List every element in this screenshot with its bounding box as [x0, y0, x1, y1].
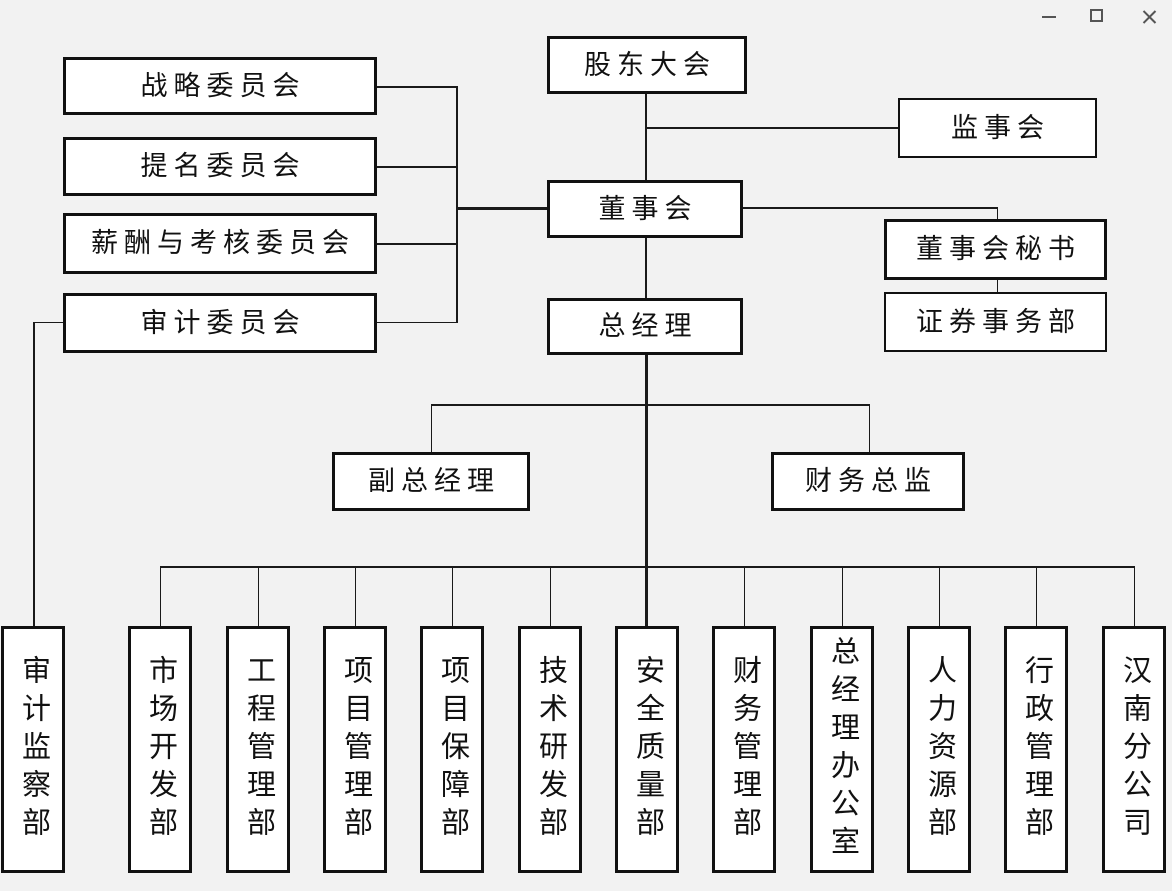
node-label: 项目保障部 — [436, 654, 469, 845]
connector-cfo-drop — [868, 404, 870, 452]
connector-board-secretary-v — [996, 207, 998, 219]
connector-nomination-stub — [377, 166, 457, 168]
node-board-secretary: 董事会秘书 — [884, 219, 1107, 280]
department-node-engineering-management: 工程管理部 — [226, 626, 290, 873]
node-label: 总经理办公室 — [826, 635, 859, 864]
node-supervisory-board: 监事会 — [898, 98, 1097, 158]
connector-dept-drop — [938, 567, 940, 626]
minimize-icon — [1042, 16, 1056, 18]
node-board-of-directors: 董事会 — [547, 180, 743, 238]
connector-supervisory-board — [645, 127, 898, 129]
connector-dept-drop — [549, 567, 551, 626]
node-label: 监事会 — [951, 112, 1050, 143]
node-label: 财务管理部 — [728, 654, 761, 845]
department-node-market-development: 市场开发部 — [128, 626, 192, 873]
node-shareholders-meeting: 股东大会 — [547, 36, 747, 94]
node-label: 战略委员会 — [140, 70, 306, 101]
node-label: 董事会 — [598, 193, 698, 224]
department-node-technology-rnd: 技术研发部 — [518, 626, 582, 873]
node-strategy-committee: 战略委员会 — [63, 57, 377, 115]
connector-auditdept-h — [33, 321, 63, 323]
connector-secretary-securities — [996, 280, 998, 292]
connector-board-secretary-h — [743, 207, 998, 209]
node-label: 股东大会 — [584, 49, 716, 80]
connector-compensation-stub — [377, 243, 457, 245]
window-controls — [1020, 0, 1172, 34]
node-nomination-committee: 提名委员会 — [63, 137, 377, 196]
department-node-hannan-branch: 汉南分公司 — [1102, 626, 1166, 873]
node-label: 安全质量部 — [631, 654, 664, 845]
department-node-safety-quality: 安全质量部 — [615, 626, 679, 873]
node-finance-director: 财务总监 — [771, 452, 965, 511]
connector-dept-drop — [257, 567, 259, 626]
department-node-audit-supervision: 审计监察部 — [1, 626, 65, 873]
connector-dept-drop — [451, 567, 453, 626]
department-node-human-resources: 人力资源部 — [907, 626, 971, 873]
maximize-button[interactable] — [1080, 0, 1114, 34]
department-node-gm-office: 总经理办公室 — [810, 626, 874, 873]
department-node-project-support: 项目保障部 — [420, 626, 484, 873]
connector-auditdept-v — [33, 321, 35, 626]
connector-dept-drop — [159, 567, 161, 626]
node-label: 证券事务部 — [916, 306, 1081, 337]
node-label: 工程管理部 — [242, 654, 275, 845]
node-label: 总经理 — [598, 311, 698, 341]
connector-gm-trunk — [644, 354, 648, 626]
department-node-project-management: 项目管理部 — [323, 626, 387, 873]
node-general-manager: 总经理 — [547, 298, 743, 355]
node-deputy-general-manager: 副总经理 — [332, 452, 530, 511]
node-label: 项目管理部 — [339, 654, 372, 845]
connector-deputy-cfo-branch — [431, 404, 870, 406]
connector-strategy-stub — [377, 86, 457, 88]
node-label: 薪酬与考核委员会 — [91, 228, 355, 258]
node-label: 审计监察部 — [17, 654, 50, 845]
node-label: 人力资源部 — [923, 654, 956, 845]
connector-dept-drop — [743, 567, 745, 626]
close-button[interactable] — [1132, 0, 1166, 34]
node-label: 财务总监 — [805, 466, 937, 496]
connector-committee-bus — [456, 86, 458, 323]
node-label: 副总经理 — [368, 466, 500, 496]
node-securities-affairs-dept: 证券事务部 — [884, 292, 1107, 352]
connector-dept-drop — [354, 567, 356, 626]
connector-bus-board — [456, 206, 547, 210]
node-label: 审计委员会 — [140, 307, 306, 338]
connector-dept-drop — [1035, 567, 1037, 626]
node-label: 行政管理部 — [1020, 654, 1053, 845]
connector-shareholders-board — [645, 94, 647, 180]
node-audit-committee: 审计委员会 — [63, 293, 377, 353]
maximize-icon — [1090, 9, 1103, 22]
connector-board-gm — [645, 238, 647, 298]
connector-department-bus — [160, 566, 1135, 568]
connector-dept-drop — [1133, 567, 1135, 626]
node-label: 市场开发部 — [144, 654, 177, 845]
connector-dept-drop — [841, 567, 843, 626]
node-label: 董事会秘书 — [916, 234, 1081, 264]
node-compensation-committee: 薪酬与考核委员会 — [63, 213, 377, 274]
node-label: 技术研发部 — [534, 654, 567, 845]
department-node-administration: 行政管理部 — [1004, 626, 1068, 873]
connector-deputy-drop — [430, 404, 432, 452]
minimize-button[interactable] — [1032, 0, 1066, 34]
connector-audit-stub — [377, 321, 457, 323]
node-label: 汉南分公司 — [1118, 654, 1151, 845]
department-node-finance-management: 财务管理部 — [712, 626, 776, 873]
node-label: 提名委员会 — [140, 151, 306, 181]
